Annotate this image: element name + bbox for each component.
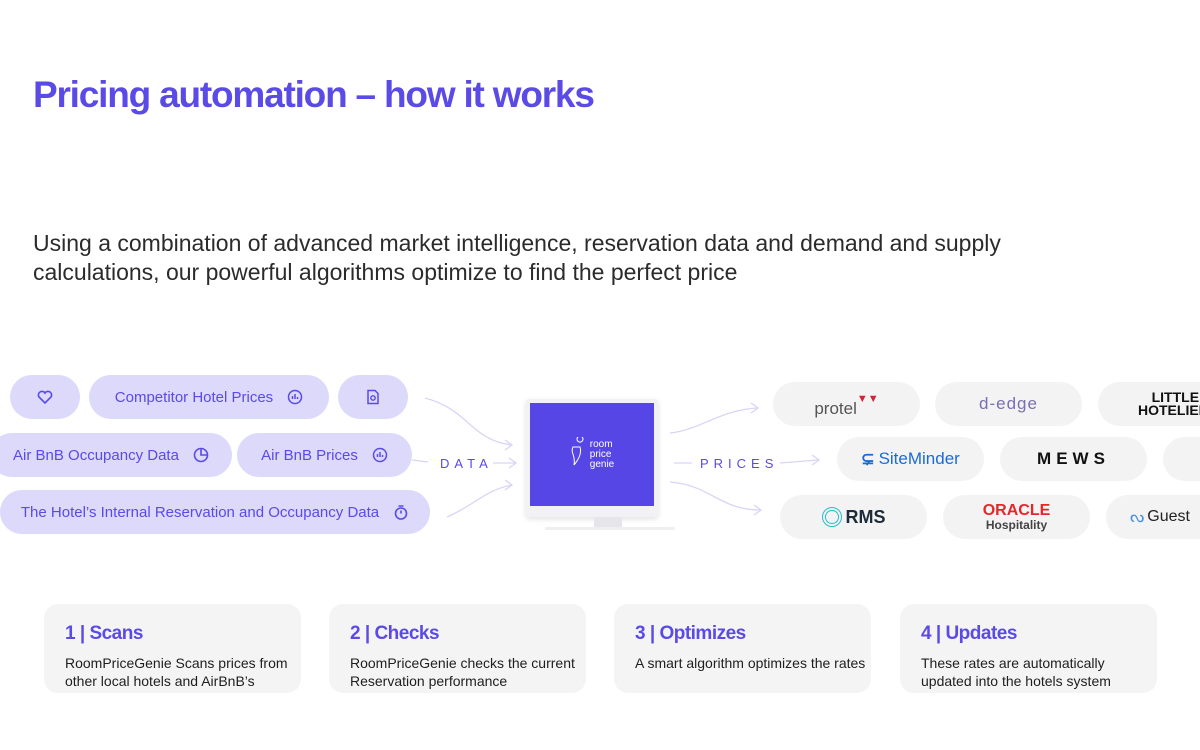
connector-line	[779, 459, 819, 464]
connector-line	[669, 481, 761, 511]
subtitle: Using a combination of advanced market i…	[33, 230, 1001, 285]
logo-d-edge: d-edge	[935, 382, 1082, 426]
genie-logo-icon	[570, 435, 584, 472]
logo-siteminder: ⊊SiteMinder	[837, 437, 984, 481]
arrow-icon	[504, 479, 514, 491]
monitor-shadow	[545, 527, 675, 530]
arrow-icon	[750, 402, 760, 414]
input-airbnb-prices: Air BnB Prices	[237, 433, 412, 477]
input-internal-data: The Hotel’s Internal Reservation and Occ…	[0, 490, 430, 534]
connector-line	[424, 397, 513, 446]
input-airbnb-occupancy: Air BnB Occupancy Data	[0, 433, 232, 477]
arrow-icon	[811, 454, 821, 466]
arrow-icon	[753, 504, 763, 516]
pill-label: Air BnB Prices	[261, 446, 358, 464]
input-competitor-prices: Competitor Hotel Prices	[89, 375, 329, 419]
connector-line	[669, 407, 758, 434]
heart-icon	[37, 389, 53, 405]
document-search-icon	[365, 389, 381, 405]
rms-ring-icon	[821, 507, 842, 527]
pill-label: Competitor Hotel Prices	[114, 388, 274, 406]
logo-protel: protel▼▼	[773, 382, 920, 426]
pill-label: Air BnB Occupancy Data	[13, 446, 179, 464]
bar-chart-icon	[287, 389, 303, 405]
logo-little-hotelier: LITTLEHOTELIER.	[1098, 382, 1200, 426]
monitor-stand	[594, 517, 622, 527]
stopwatch-icon	[393, 504, 409, 520]
pie-chart-icon	[193, 447, 209, 463]
prices-label: PRICES	[700, 456, 779, 471]
pill-label: The Hotel’s Internal Reservation and Occ…	[20, 503, 380, 521]
page-title: Pricing automation – how it works	[33, 74, 595, 115]
heart-pill	[10, 375, 80, 419]
logo-rms: RMS	[780, 495, 927, 539]
arrow-icon	[504, 439, 514, 451]
connector-line	[411, 459, 429, 463]
arrow-icon	[508, 457, 518, 469]
document-pill	[338, 375, 408, 419]
bar-chart-icon	[372, 447, 388, 463]
data-label: DATA	[440, 456, 493, 471]
logo-partial	[1163, 437, 1200, 481]
logo-mews: MEWS	[1000, 437, 1147, 481]
connector-line	[446, 484, 513, 518]
